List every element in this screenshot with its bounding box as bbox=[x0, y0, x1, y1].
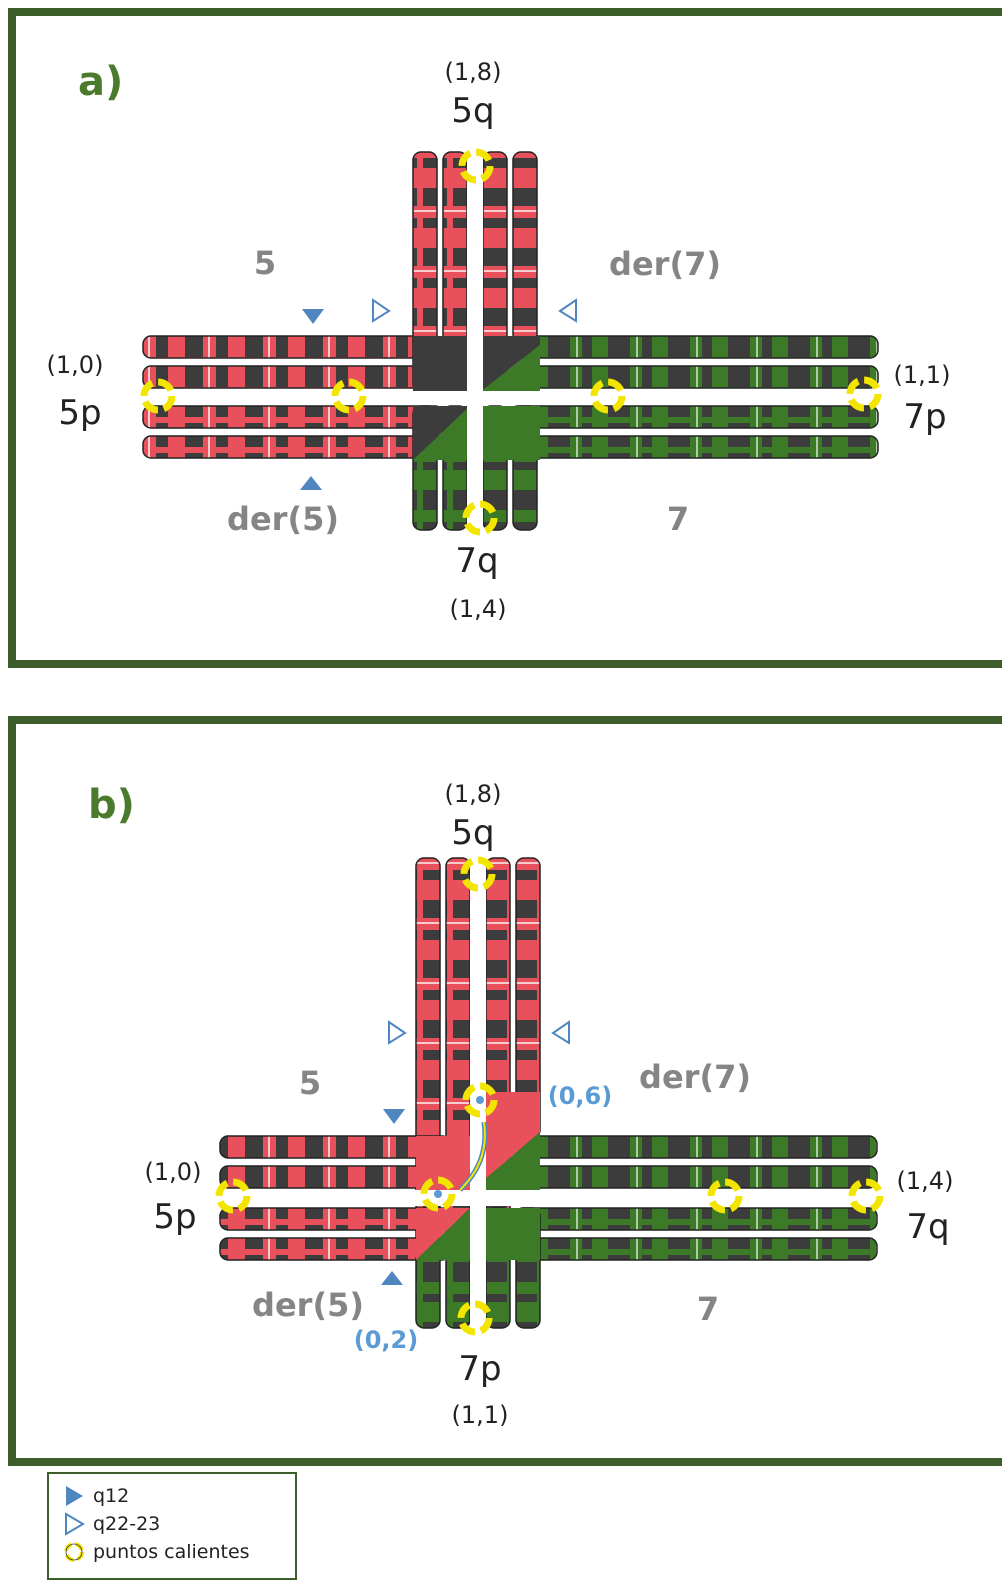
hotspot-icon bbox=[420, 1176, 456, 1212]
panel-b: b) bbox=[0, 712, 1002, 1470]
hotspot-icon bbox=[457, 1300, 493, 1336]
chromosome-7-label: 7 bbox=[667, 500, 689, 538]
filled-triangle-icon bbox=[302, 309, 324, 324]
hotspot-icon bbox=[460, 856, 496, 892]
hotspot-icon bbox=[848, 1178, 884, 1214]
bottom-arm-label: 7p bbox=[458, 1349, 501, 1389]
panel-b-diagram: b) bbox=[8, 716, 1002, 1466]
chromosome-5-label: 5 bbox=[299, 1064, 321, 1102]
chromosome-der5-label: der(5) bbox=[252, 1286, 364, 1324]
bottom-arm-label: 7q bbox=[455, 541, 498, 581]
right-arm-label: 7p bbox=[903, 397, 946, 437]
legend-item: q22-23 bbox=[61, 1512, 160, 1536]
chromosome-5-horizontal bbox=[142, 335, 444, 459]
blue-coordinate-upper: (0,6) bbox=[548, 1082, 612, 1110]
panel-a-diagram: a) bbox=[8, 8, 1002, 668]
chromosome-der7-label: der(7) bbox=[639, 1058, 751, 1096]
filled-triangle-icon bbox=[381, 1271, 403, 1285]
hotspot-icon bbox=[462, 500, 498, 536]
panel-a: a) bbox=[0, 0, 1002, 670]
outline-triangle-icon bbox=[65, 1512, 85, 1536]
right-coordinate: (1,1) bbox=[894, 361, 951, 389]
outline-triangle-icon bbox=[372, 298, 391, 323]
legend-item-label: puntos calientes bbox=[93, 1541, 250, 1563]
filled-triangle-icon bbox=[66, 1486, 83, 1506]
panel-b-label: b) bbox=[88, 782, 135, 828]
chromosome-5-horizontal bbox=[219, 1135, 451, 1261]
hotspot-markers bbox=[215, 856, 884, 1336]
legend: q12 q22-23 puntos calientes bbox=[47, 1472, 297, 1580]
hotspot-markers bbox=[140, 148, 882, 536]
blue-coordinate-lower: (0,2) bbox=[354, 1326, 418, 1354]
left-coordinate: (1,0) bbox=[145, 1158, 202, 1186]
left-arm-label: 5p bbox=[153, 1197, 196, 1237]
hotspot-icon bbox=[64, 1542, 84, 1562]
legend-item-label: q22-23 bbox=[93, 1513, 161, 1535]
top-coordinate: (1,8) bbox=[445, 780, 502, 808]
pairing-cross-center bbox=[143, 152, 878, 530]
hotspot-icon bbox=[590, 378, 626, 414]
chromosome-7-label: 7 bbox=[697, 1290, 719, 1328]
hotspot-icon bbox=[846, 376, 882, 412]
hotspot-icon bbox=[458, 148, 494, 184]
bottom-coordinate: (1,1) bbox=[452, 1401, 509, 1429]
left-coordinate: (1,0) bbox=[47, 351, 104, 379]
outline-triangle-icon bbox=[558, 298, 577, 323]
hotspot-icon bbox=[331, 378, 367, 414]
panel-b-frame bbox=[8, 716, 1002, 1466]
chromosome-7-horizontal bbox=[509, 335, 879, 459]
filled-triangle-icon bbox=[300, 476, 322, 490]
top-arm-label: 5q bbox=[451, 813, 494, 853]
top-coordinate: (1,8) bbox=[445, 58, 502, 86]
hotspot-icon bbox=[140, 378, 176, 414]
hotspot-icon bbox=[215, 1178, 251, 1214]
legend-item-label: q12 bbox=[93, 1485, 130, 1507]
filled-triangle-icon bbox=[383, 1109, 405, 1124]
chromosome-5-vertical bbox=[412, 151, 538, 393]
right-arm-label: 7q bbox=[906, 1207, 949, 1247]
panel-a-label: a) bbox=[78, 59, 123, 105]
hotspot-icon bbox=[462, 1082, 498, 1118]
legend-item: puntos calientes bbox=[61, 1540, 250, 1564]
panel-a-frame bbox=[8, 8, 1002, 668]
left-arm-label: 5p bbox=[58, 393, 101, 433]
right-coordinate: (1,4) bbox=[897, 1167, 954, 1195]
chromosome-5-label: 5 bbox=[254, 244, 276, 282]
top-arm-label: 5q bbox=[451, 91, 494, 131]
bottom-coordinate: (1,4) bbox=[450, 595, 507, 623]
outline-triangle-icon bbox=[551, 1020, 570, 1045]
chromosome-der7-label: der(7) bbox=[609, 245, 721, 283]
hotspot-icon bbox=[707, 1178, 743, 1214]
pairing-cross-center bbox=[220, 858, 877, 1328]
legend-item: q12 bbox=[61, 1484, 129, 1508]
outline-triangle-icon bbox=[388, 1020, 407, 1045]
chromosome-7-horizontal bbox=[514, 1135, 878, 1261]
chromosome-der5-label: der(5) bbox=[227, 500, 339, 538]
